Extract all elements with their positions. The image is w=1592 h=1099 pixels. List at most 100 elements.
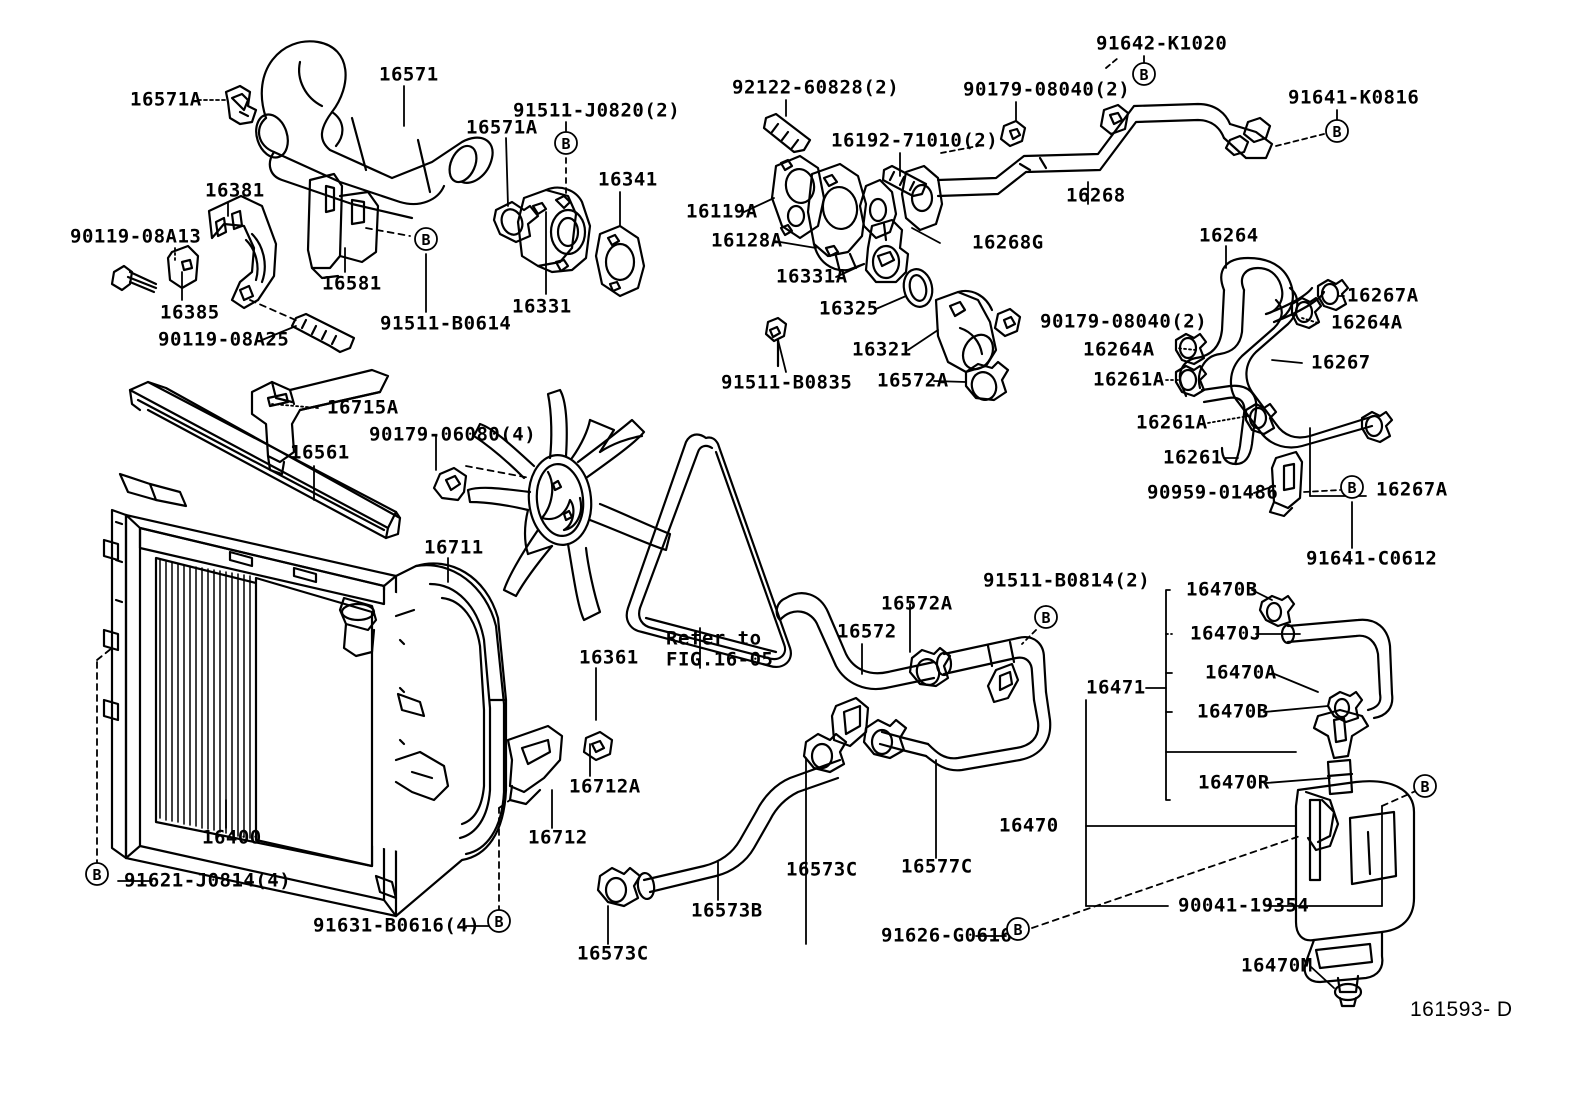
svg-text:B: B xyxy=(494,913,503,931)
clamp-16261A-lower xyxy=(1244,402,1278,436)
part-label-16712: 16712 xyxy=(528,826,588,849)
part-label-16572: 16572 xyxy=(837,620,897,643)
clamp-16573C-left xyxy=(802,732,848,774)
part-16711-shroud xyxy=(394,562,508,918)
svg-text:B: B xyxy=(561,135,570,153)
part-label-16470B: 16470B xyxy=(1186,578,1258,601)
part-16571-hose xyxy=(255,40,494,220)
part-label-9004119354: 90041-19354 xyxy=(1178,894,1310,917)
part-label-16268: 16268 xyxy=(1066,184,1126,207)
part-label-92122608282: 92122-60828(2) xyxy=(732,76,900,99)
svg-text:B: B xyxy=(1139,66,1148,84)
part-label-16331: 16331 xyxy=(512,295,572,318)
clamp-16470B-lower xyxy=(1326,690,1364,724)
part-label-16471: 16471 xyxy=(1086,676,1146,699)
part-label-16267A: 16267A xyxy=(1347,284,1419,307)
b-reference-marker: B xyxy=(1131,61,1157,91)
part-16321-water-inlet xyxy=(934,289,998,374)
part-16385-grommet xyxy=(166,244,200,290)
part-16572A-clamp xyxy=(964,360,1010,402)
part-radiator-inlet-pipe xyxy=(935,636,1048,704)
part-16119A-gasket xyxy=(770,154,826,240)
part-16400-radiator xyxy=(102,472,472,918)
b-reference-marker: B xyxy=(553,130,579,160)
b-reference-marker: B xyxy=(486,908,512,938)
part-label-16577C: 16577C xyxy=(901,855,973,878)
part-label-16571A: 16571A xyxy=(466,116,538,139)
part-label-91511J08202: 91511-J0820(2) xyxy=(513,99,681,122)
part-label-16331A: 16331A xyxy=(776,265,848,288)
part-label-16264A: 16264A xyxy=(1331,311,1403,334)
part-91511-B0835-bolt xyxy=(764,316,788,368)
b-reference-marker: B xyxy=(1033,604,1059,634)
part-label-16267: 16267 xyxy=(1311,351,1371,374)
part-16331-water-outlet xyxy=(516,186,592,274)
svg-text:B: B xyxy=(1332,123,1341,141)
svg-text:B: B xyxy=(1420,778,1429,796)
part-label-16573C: 16573C xyxy=(577,942,649,965)
fan-belt xyxy=(625,433,792,668)
part-16712-clip xyxy=(506,724,564,806)
part-label-16128A: 16128A xyxy=(711,229,783,252)
part-16573C-bracket xyxy=(830,696,870,748)
part-label-16261A: 16261A xyxy=(1093,368,1165,391)
part-label-16385: 16385 xyxy=(160,301,220,324)
b-reference-marker: B xyxy=(84,861,110,891)
part-16573B-hose xyxy=(636,758,842,901)
part-label-16561: 16561 xyxy=(290,441,350,464)
part-label-9095901486: 90959-01486 xyxy=(1147,481,1279,504)
part-label-91621J08144: 91621-J0814(4) xyxy=(124,869,292,892)
part-label-16268G: 16268G xyxy=(972,231,1044,254)
b-reference-marker: B xyxy=(1324,118,1350,148)
b-reference-marker: B xyxy=(1339,474,1365,504)
part-16268-pipe xyxy=(936,102,1274,198)
part-label-16571: 16571 xyxy=(379,63,439,86)
part-label-91511B0835: 91511-B0835 xyxy=(721,371,853,394)
part-label-16573C: 16573C xyxy=(786,858,858,881)
b-reference-marker: B xyxy=(1412,773,1438,803)
figure-code: 161593- D xyxy=(1410,998,1513,1021)
part-label-16573B: 16573B xyxy=(691,899,763,922)
part-label-16470A: 16470A xyxy=(1205,661,1277,684)
part-16261-hose xyxy=(1200,384,1258,466)
part-16470-reservoir xyxy=(1294,708,1416,1008)
part-16361-fan xyxy=(466,388,672,622)
clamp-16573C-mid xyxy=(862,718,908,760)
svg-text:B: B xyxy=(1347,479,1356,497)
part-16192-71010-bolt xyxy=(881,164,928,198)
part-90119-08A13-bolt xyxy=(110,264,158,294)
part-90179-08040-nut xyxy=(993,307,1022,338)
part-label-16470R: 16470R xyxy=(1198,771,1270,794)
svg-text:B: B xyxy=(421,231,430,249)
part-label-16470: 16470 xyxy=(999,814,1059,837)
part-16581-bracket xyxy=(306,172,380,280)
part-90959-01486-clip xyxy=(1268,450,1304,518)
clamp-16267A-upper xyxy=(1316,278,1350,312)
part-16571A-clamp-right xyxy=(492,200,540,244)
part-label-91511B0614: 91511-B0614 xyxy=(380,312,512,335)
svg-text:B: B xyxy=(1013,921,1022,939)
part-label-90179060804: 90179-06080(4) xyxy=(369,423,537,446)
svg-text:B: B xyxy=(92,866,101,884)
part-16341-gasket xyxy=(594,224,646,298)
part-label-16381: 16381 xyxy=(205,179,265,202)
part-label-91641K0816: 91641-K0816 xyxy=(1288,86,1420,109)
part-16561-support xyxy=(128,380,402,540)
part-label-16712A: 16712A xyxy=(569,775,641,798)
b-reference-marker: B xyxy=(1005,916,1031,946)
part-16577C-hose xyxy=(878,690,1052,772)
part-label-91511B08142: 91511-B0814(2) xyxy=(983,569,1151,592)
part-label-16264: 16264 xyxy=(1199,224,1259,247)
part-16381-bracket xyxy=(207,194,278,310)
part-label-91641C0612: 91641-C0612 xyxy=(1306,547,1438,570)
clamp-16261A-upper xyxy=(1174,364,1208,398)
part-16331A-thermostat xyxy=(864,218,910,284)
part-label-9011908A25: 90119-08A25 xyxy=(158,328,290,351)
part-label-16341: 16341 xyxy=(598,168,658,191)
part-label-16261A: 16261A xyxy=(1136,411,1208,434)
part-label-16119A: 16119A xyxy=(686,200,758,223)
clamp-16264A-upper xyxy=(1290,296,1323,330)
part-label-16581: 16581 xyxy=(322,272,382,295)
